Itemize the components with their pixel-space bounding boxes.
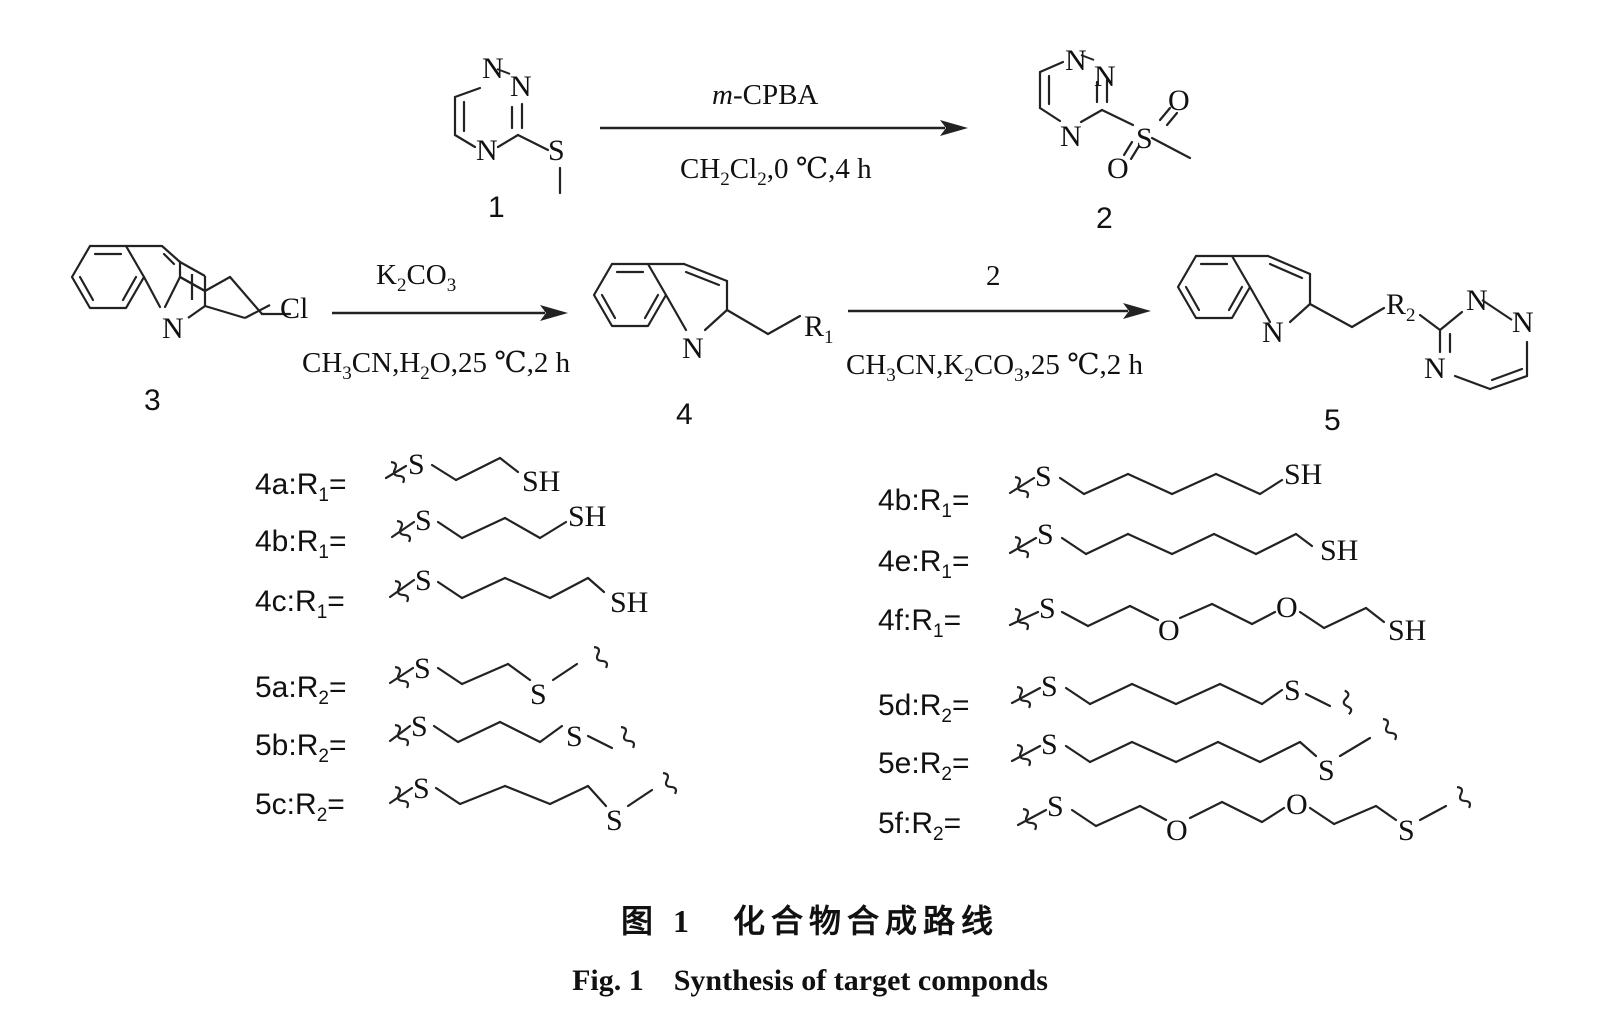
- atom-s: S: [415, 564, 432, 597]
- r2-5c-structure: S S: [388, 772, 678, 837]
- label-4f: 4f:R1=: [878, 604, 961, 642]
- atom-s: S: [1136, 122, 1153, 155]
- compound-1-structure: N N N S: [453, 52, 565, 195]
- r2-5d-structure: S S: [1010, 670, 1353, 716]
- r2-5a-structure: S S: [388, 646, 609, 711]
- caption-english: Fig. 1 Synthesis of target componds: [572, 964, 1048, 997]
- compound-number-3: 3: [144, 384, 161, 417]
- atom-n: N: [1262, 316, 1284, 349]
- label-5d: 5d:R2=: [878, 689, 969, 727]
- label-5f: 5f:R2=: [878, 807, 961, 845]
- reaction-arrow-2: [332, 305, 568, 321]
- atom-n: N: [162, 312, 184, 345]
- atom-s: S: [1047, 790, 1064, 823]
- label-5e: 5e:R2=: [878, 747, 969, 785]
- r2-group: R2: [1386, 288, 1416, 326]
- atom-o: O: [1286, 788, 1308, 821]
- r1-4b-structure: S SH: [390, 500, 606, 543]
- compound-2-structure: N N N S O O: [1038, 44, 1192, 185]
- atom-n: N: [1065, 44, 1087, 77]
- atom-n: N: [510, 70, 532, 103]
- atom-sh: SH: [610, 586, 648, 619]
- atom-s: S: [415, 504, 432, 537]
- atom-n: N: [1094, 60, 1116, 93]
- atom-s: S: [414, 652, 431, 685]
- compound-4-structure: N R1: [592, 262, 834, 365]
- atom-s: S: [413, 772, 430, 805]
- reagent-mcpba: m-CPBA: [712, 79, 818, 111]
- atom-n: N: [476, 134, 498, 167]
- r1-4c-structure: S SH: [388, 564, 648, 619]
- reagent-k2co3: K2CO3: [376, 259, 456, 296]
- compound-5-structure: N R2 N N N: [1176, 254, 1534, 391]
- atom-s: S: [1039, 592, 1056, 625]
- atom-sh: SH: [1388, 614, 1426, 647]
- atom-sh: SH: [522, 465, 560, 498]
- atom-o: O: [1158, 614, 1180, 647]
- atom-n: N: [1060, 120, 1082, 153]
- label-4e: 4e:R1=: [878, 545, 969, 583]
- atom-sh: SH: [1320, 534, 1358, 567]
- atom-s: S: [1035, 460, 1052, 493]
- compound-number-2: 2: [1096, 202, 1113, 235]
- label-4b-right: 4b:R1=: [878, 484, 969, 522]
- label-5c: 5c:R2=: [255, 788, 345, 826]
- atom-s: S: [530, 678, 547, 711]
- compound-number-5: 5: [1324, 404, 1341, 437]
- condition-1: CH2Cl2,0 ℃,4 h: [680, 153, 872, 190]
- caption-chinese: 图 1 化合物合成路线: [621, 903, 999, 939]
- compound-number-1: 1: [488, 191, 505, 224]
- r1-4a-structure: S SH: [384, 448, 560, 498]
- label-4c: 4c:R1=: [255, 585, 345, 623]
- atom-s: S: [548, 134, 565, 167]
- atom-o: O: [1168, 84, 1190, 117]
- atom-sh: SH: [1284, 458, 1322, 491]
- condition-3: CH3CN,K2CO3,25 ℃,2 h: [846, 349, 1144, 386]
- r2-5b-structure: S S: [388, 710, 636, 753]
- compound-number-4: 4: [676, 398, 693, 431]
- compound-3-structure: N Cl: [70, 244, 308, 345]
- label-5b: 5b:R2=: [255, 729, 346, 767]
- reagent-2: 2: [986, 260, 1001, 292]
- atom-s: S: [411, 710, 428, 743]
- atom-o: O: [1276, 591, 1298, 624]
- atom-o: O: [1107, 152, 1129, 185]
- atom-n: N: [682, 332, 704, 365]
- atom-s: S: [1284, 674, 1301, 707]
- atom-n: N: [1466, 284, 1488, 317]
- r2-5e-structure: S S: [1010, 718, 1398, 787]
- atom-s: S: [1037, 518, 1054, 551]
- atom-n: N: [1512, 306, 1534, 339]
- atom-n: N: [1424, 352, 1446, 385]
- reaction-arrow-3: [848, 303, 1151, 319]
- condition-2: CH3CN,H2O,25 ℃,2 h: [302, 347, 571, 384]
- reaction-arrow-1: [600, 120, 968, 136]
- atom-s: S: [408, 448, 425, 481]
- atom-cl: Cl: [280, 292, 308, 325]
- atom-s: S: [1041, 670, 1058, 703]
- r1-4b-right-structure: S SH: [1008, 458, 1322, 499]
- r1-4f-structure: S O O SH: [1008, 591, 1426, 647]
- atom-n: N: [482, 52, 504, 85]
- atom-o: O: [1166, 814, 1188, 847]
- r1-group: R1: [804, 310, 834, 348]
- label-5a: 5a:R2=: [255, 671, 346, 709]
- r1-4e-structure: S SH: [1008, 518, 1358, 567]
- substituent-labels: 4a:R1= 4b:R1= 4c:R1= 5a:R2= 5b:R2= 5c:R2…: [255, 468, 969, 845]
- atom-s: S: [1318, 754, 1335, 787]
- label-4a: 4a:R1=: [255, 468, 346, 506]
- atom-s: S: [1398, 814, 1415, 847]
- r2-5f-structure: S O O S: [1016, 786, 1472, 847]
- atom-s: S: [566, 720, 583, 753]
- atom-sh: SH: [568, 500, 606, 533]
- label-4b: 4b:R1=: [255, 525, 346, 563]
- atom-s: S: [606, 804, 623, 837]
- atom-s: S: [1041, 728, 1058, 761]
